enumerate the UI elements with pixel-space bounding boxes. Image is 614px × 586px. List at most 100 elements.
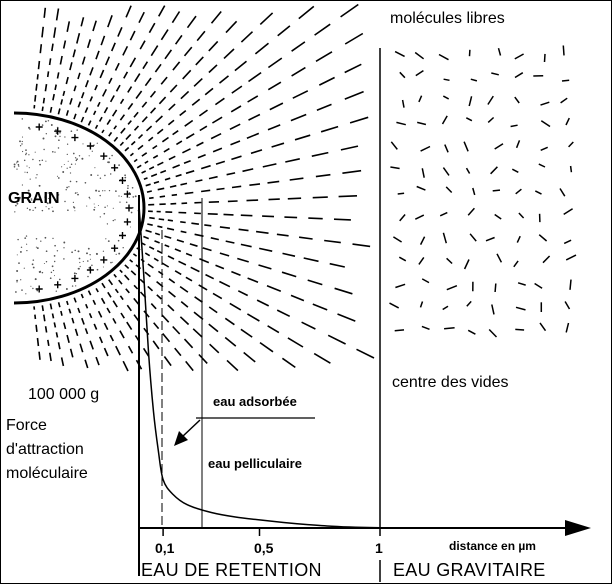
grain-dot	[102, 266, 104, 268]
charge-mark	[100, 256, 108, 264]
grain-dot	[16, 162, 18, 164]
oriented-molecule	[259, 247, 273, 252]
oriented-molecule	[103, 347, 109, 357]
oriented-molecule	[49, 303, 53, 310]
grain-dot	[16, 168, 18, 170]
oriented-molecule	[240, 31, 254, 43]
grain-dot	[82, 260, 84, 263]
grain-dot	[25, 152, 28, 155]
free-molecule	[569, 279, 572, 290]
oriented-molecule	[308, 217, 323, 220]
grain-dot	[45, 206, 47, 208]
oriented-molecule	[237, 257, 249, 263]
oriented-molecule	[313, 352, 331, 364]
grain-dot	[62, 171, 65, 173]
free-molecule	[517, 282, 526, 286]
grain-dot	[63, 247, 65, 249]
oriented-molecule	[60, 99, 64, 105]
grain-dot	[28, 167, 30, 169]
grain-dot	[74, 192, 77, 194]
oriented-molecule	[51, 313, 55, 319]
grain-dot	[77, 193, 79, 196]
oriented-molecule	[210, 10, 222, 24]
grain-dot	[36, 289, 39, 292]
oriented-molecule	[167, 119, 175, 126]
oriented-molecule	[34, 314, 37, 320]
oriented-molecule	[49, 352, 52, 362]
oriented-molecule	[276, 233, 289, 237]
oriented-molecule	[115, 84, 121, 92]
oriented-molecule	[152, 154, 159, 159]
grain-dot	[52, 269, 55, 272]
oriented-molecule	[208, 306, 218, 314]
oriented-molecule	[191, 222, 200, 225]
oriented-molecule	[212, 147, 223, 153]
oriented-molecule	[175, 140, 183, 146]
grain-dot	[124, 176, 127, 179]
oriented-molecule	[125, 133, 132, 140]
grain-dot	[16, 160, 19, 163]
free-molecule	[538, 163, 546, 168]
oriented-molecule	[80, 92, 85, 99]
free-molecule	[416, 185, 426, 191]
oriented-molecule	[154, 232, 161, 236]
grain-dot	[102, 190, 104, 192]
oriented-molecule	[199, 258, 210, 264]
free-molecule	[568, 141, 574, 148]
free-molecule	[492, 189, 501, 192]
oriented-molecule	[258, 264, 272, 270]
oriented-molecule	[267, 180, 280, 184]
grain-dot	[119, 201, 121, 203]
grain-dot	[118, 252, 121, 255]
oriented-molecule	[66, 21, 71, 32]
oriented-molecule	[312, 196, 328, 199]
oriented-molecule	[108, 77, 113, 85]
grain-dot	[73, 272, 76, 275]
oriented-molecule	[147, 223, 153, 226]
oriented-molecule	[159, 195, 166, 198]
oriented-molecule	[267, 124, 281, 131]
free-molecule	[465, 117, 473, 122]
grain-dot	[35, 177, 37, 179]
oriented-molecule	[73, 297, 77, 303]
grain-dot	[78, 155, 81, 157]
oriented-molecule	[132, 253, 138, 257]
oriented-molecule	[88, 312, 93, 319]
grain-dot	[16, 202, 19, 205]
grain-dot	[19, 196, 21, 199]
oriented-molecule	[281, 357, 296, 369]
grain-dot	[49, 277, 52, 280]
oriented-molecule	[89, 96, 94, 102]
oriented-molecule	[208, 323, 219, 333]
oriented-molecule	[291, 41, 306, 52]
oriented-molecule	[99, 69, 105, 79]
oriented-molecule	[174, 248, 182, 253]
grain-dot	[28, 126, 30, 129]
oriented-molecule	[240, 328, 253, 338]
oriented-molecule	[157, 225, 163, 229]
grain-dot	[111, 154, 113, 157]
oriented-molecule	[86, 39, 92, 49]
free-molecule	[467, 329, 476, 335]
oriented-molecule	[133, 284, 139, 290]
free-molecule	[518, 212, 525, 219]
free-molecule	[563, 239, 572, 245]
grain-dot	[66, 167, 68, 169]
oriented-molecule	[101, 129, 105, 134]
grain-dot	[53, 260, 56, 263]
oriented-molecule	[153, 180, 160, 184]
grain-dot	[26, 171, 29, 174]
grain-dot	[75, 180, 78, 183]
oriented-molecule	[180, 221, 186, 224]
oriented-molecule	[41, 305, 44, 312]
oriented-molecule	[168, 278, 176, 284]
oriented-molecule	[56, 72, 60, 79]
grain-dot	[94, 206, 96, 208]
oriented-molecule	[109, 334, 115, 342]
grain-dot	[64, 200, 66, 203]
oriented-molecule	[327, 334, 346, 345]
oriented-molecule	[157, 161, 164, 166]
free-molecule	[488, 328, 498, 338]
grain-dot	[19, 250, 22, 253]
oriented-molecule	[156, 249, 163, 255]
